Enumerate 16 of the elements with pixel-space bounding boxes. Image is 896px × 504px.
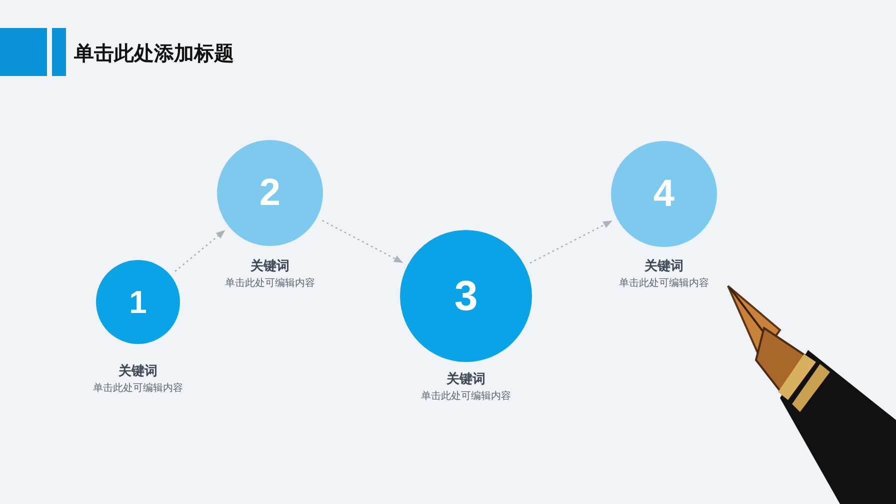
description-text: 单击此处可编辑内容	[421, 390, 511, 403]
keyword-heading: 关键词	[644, 258, 684, 275]
title: 单击此处添加标题	[74, 40, 234, 67]
keyword-heading: 关键词	[118, 362, 158, 380]
arrow	[530, 220, 612, 264]
keyword-heading: 关键词	[446, 370, 486, 388]
keyword-heading: 关键词	[250, 258, 290, 275]
step-number: 1	[129, 286, 147, 318]
step-number: 4	[653, 175, 675, 213]
step-number: 3	[454, 275, 478, 317]
description-text: 单击此处可编辑内容	[225, 276, 315, 290]
description-text: 单击此处可编辑内容	[93, 382, 183, 395]
step-number: 2	[259, 174, 281, 212]
arrow	[322, 220, 404, 264]
description-text: 单击此处可编辑内容	[619, 276, 709, 290]
arrow	[174, 230, 226, 272]
